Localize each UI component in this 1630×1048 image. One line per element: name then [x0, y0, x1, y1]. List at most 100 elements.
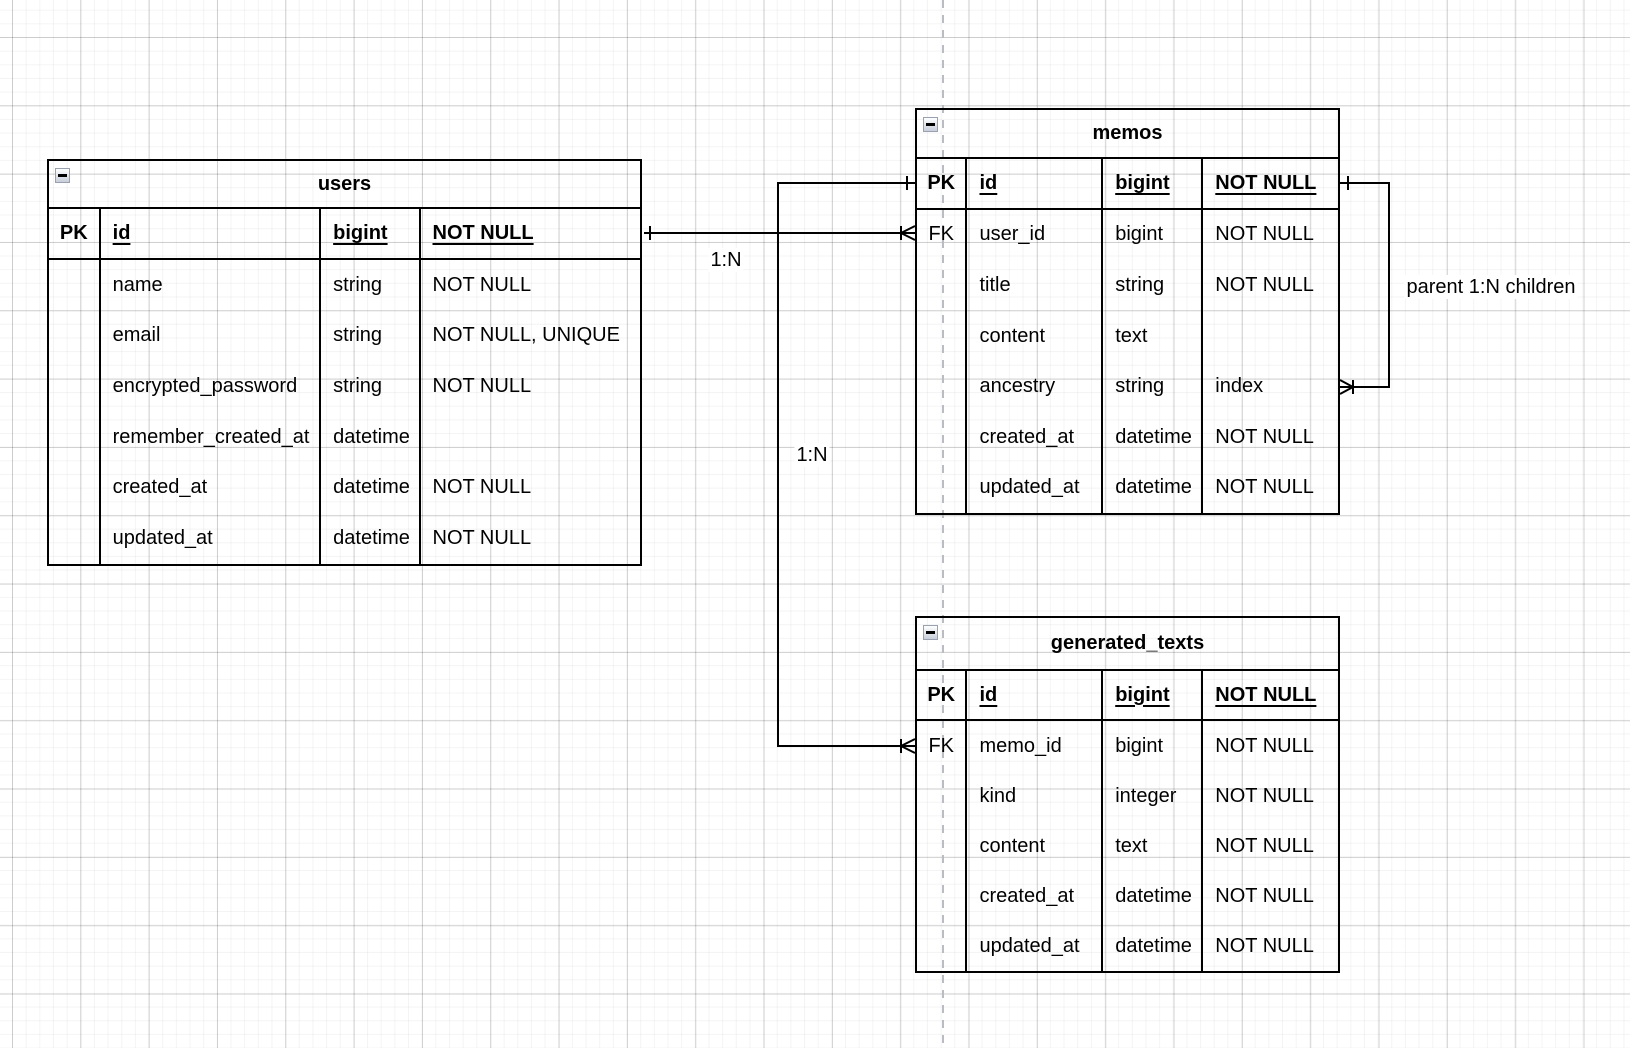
cell-attr: NOT NULL	[418, 209, 640, 258]
minus-glyph	[926, 123, 935, 126]
cell-text: NOT NULL	[1215, 784, 1314, 807]
cell-attr: NOT NULL, UNIQUE	[418, 310, 640, 362]
cell-name: name	[98, 259, 320, 311]
table-row-updated_at[interactable]: updated_at datetime NOT NULL	[917, 462, 1338, 514]
cell-key: FK	[917, 210, 965, 261]
cell-attr: NOT NULL	[1201, 821, 1338, 871]
table-title: users	[317, 172, 372, 195]
minus-glyph	[926, 631, 935, 634]
cell-text: datetime	[1115, 476, 1192, 499]
er-many-marker	[900, 738, 916, 754]
cell-name: id	[965, 159, 1101, 208]
cell-text: bigint	[333, 221, 388, 244]
cell-name: user_id	[965, 209, 1101, 261]
cell-key	[917, 260, 965, 311]
cell-text: NOT NULL	[1215, 425, 1314, 448]
cell-text: bigint	[1115, 171, 1170, 194]
cell-text: string	[333, 273, 383, 296]
relation-users-memos[interactable]	[644, 225, 916, 241]
cell-text: index	[1215, 375, 1264, 398]
cell-type: datetime	[1101, 411, 1201, 463]
cell-attr: NOT NULL	[1201, 159, 1338, 208]
table-title: generated_texts	[1050, 632, 1205, 654]
cell-text: title	[979, 273, 1011, 296]
cell-text: created_at	[979, 884, 1074, 907]
cell-text: PK	[927, 171, 956, 194]
cell-attr: NOT NULL	[1201, 721, 1338, 771]
cell-type: datetime	[1101, 462, 1201, 514]
cell-name: ancestry	[965, 361, 1101, 412]
cell-text: memo_id	[979, 734, 1062, 757]
relation-label-users-memos[interactable]: 1:N	[708, 248, 744, 272]
cell-key	[49, 462, 99, 513]
cell-attr: NOT NULL	[418, 361, 640, 412]
cell-text: NOT NULL	[1215, 834, 1314, 857]
cell-name: created_at	[965, 871, 1101, 921]
cell-name: updated_at	[965, 462, 1101, 514]
cell-key	[917, 771, 965, 821]
cell-type: string	[1101, 361, 1201, 412]
cell-key	[49, 361, 99, 412]
cell-text: datetime	[1115, 934, 1192, 957]
cell-key	[49, 310, 99, 361]
cell-text: string	[1115, 273, 1165, 296]
cell-name: remember_created_at	[98, 411, 320, 463]
cell-type: bigint	[319, 209, 418, 258]
cell-key	[917, 463, 965, 514]
cell-name: id	[98, 209, 320, 258]
collapse-icon[interactable]	[923, 625, 938, 640]
cell-text: NOT NULL	[1215, 734, 1314, 757]
cell-text: PK	[927, 683, 956, 706]
cell-text: email	[112, 324, 161, 347]
cell-text: string	[1115, 375, 1165, 398]
cell-attr	[418, 411, 640, 463]
cell-text: ancestry	[979, 375, 1056, 398]
cell-name: title	[965, 260, 1101, 311]
cell-text: NOT NULL	[1215, 683, 1317, 706]
relation-label-memos-generated-texts[interactable]: 1:N	[794, 443, 830, 467]
cell-attr	[1201, 310, 1338, 362]
relation-memos-self[interactable]	[1339, 176, 1390, 395]
collapse-icon[interactable]	[923, 117, 938, 132]
cell-text: remember_created_at	[112, 425, 310, 448]
cell-attr: NOT NULL	[1201, 462, 1338, 514]
cell-name: email	[98, 310, 320, 362]
cell-key	[917, 871, 965, 921]
table-row-title[interactable]: title string NOT NULL	[917, 260, 1338, 311]
cell-key	[917, 311, 965, 362]
cell-text: integer	[1115, 784, 1177, 807]
cell-text: NOT NULL	[1215, 273, 1314, 296]
collapse-icon[interactable]	[55, 168, 70, 183]
relation-label-memos-self[interactable]: parent 1:N children	[1404, 275, 1578, 299]
cell-text: content	[979, 834, 1046, 857]
cell-type: integer	[1101, 771, 1201, 821]
cell-text: NOT NULL, UNIQUE	[432, 324, 620, 347]
table-row-ancestry[interactable]: ancestry string index	[917, 361, 1338, 412]
cell-text: user_id	[979, 223, 1046, 246]
cell-name: content	[965, 310, 1101, 362]
table-row-id[interactable]: PK id bigint NOT NULL	[917, 159, 1338, 210]
cell-type: datetime	[1101, 921, 1201, 971]
page-guide-line	[942, 0, 944, 1048]
cell-key	[49, 513, 99, 564]
cell-attr: NOT NULL	[1201, 921, 1338, 971]
